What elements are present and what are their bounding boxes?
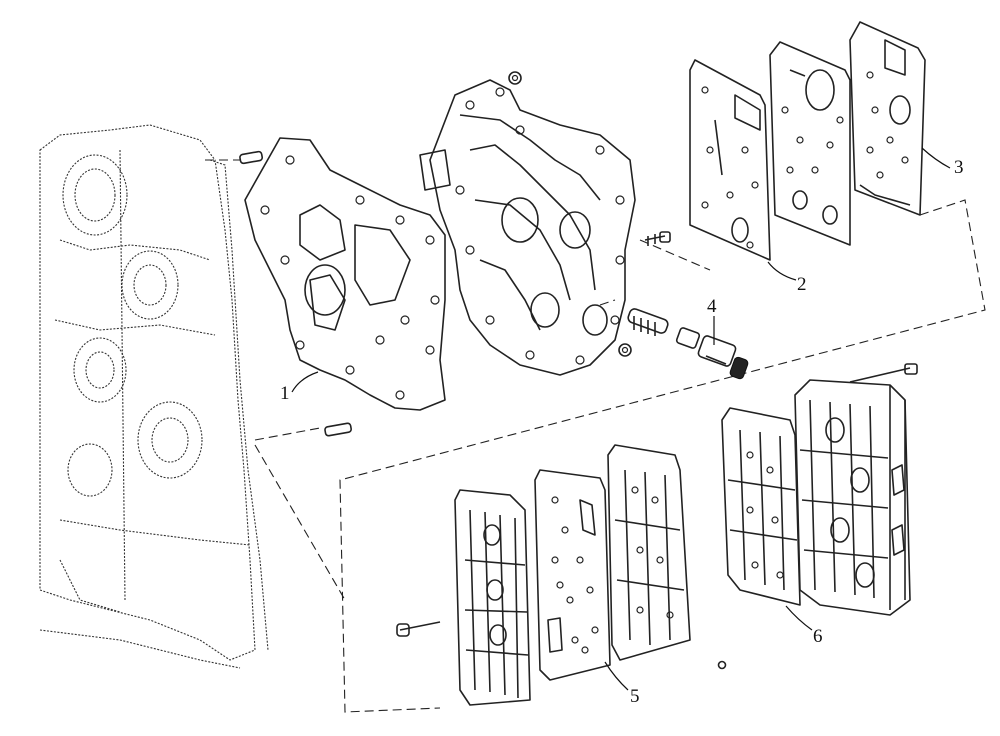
callout-2: 2 <box>797 274 807 295</box>
assembly-guide-lines <box>205 159 986 713</box>
callout-3: 3 <box>954 157 964 178</box>
callout-1: 1 <box>280 383 290 404</box>
valve-body-casting <box>419 79 636 376</box>
separator-plate-part-2 <box>769 41 851 246</box>
separator-plate-left <box>689 59 771 261</box>
callout-labels: 1 2 3 4 5 6 <box>280 157 964 707</box>
solenoid-valve-part-4 <box>627 308 749 380</box>
callout-6: 6 <box>813 626 823 647</box>
callout-4: 4 <box>707 296 717 317</box>
leader-lines <box>291 147 951 691</box>
plate-part-6 <box>721 407 801 606</box>
dowel-pins <box>239 150 352 437</box>
plate-middle-lower <box>607 444 691 661</box>
fasteners <box>396 71 918 670</box>
separator-plate-part-3 <box>849 21 926 216</box>
callout-5: 5 <box>630 686 640 707</box>
plate-part-5 <box>534 469 611 681</box>
gasket-part-1 <box>244 137 446 411</box>
transmission-housing <box>39 124 269 669</box>
upper-valve-body-block <box>794 379 911 616</box>
lower-valve-body-left <box>454 489 531 706</box>
